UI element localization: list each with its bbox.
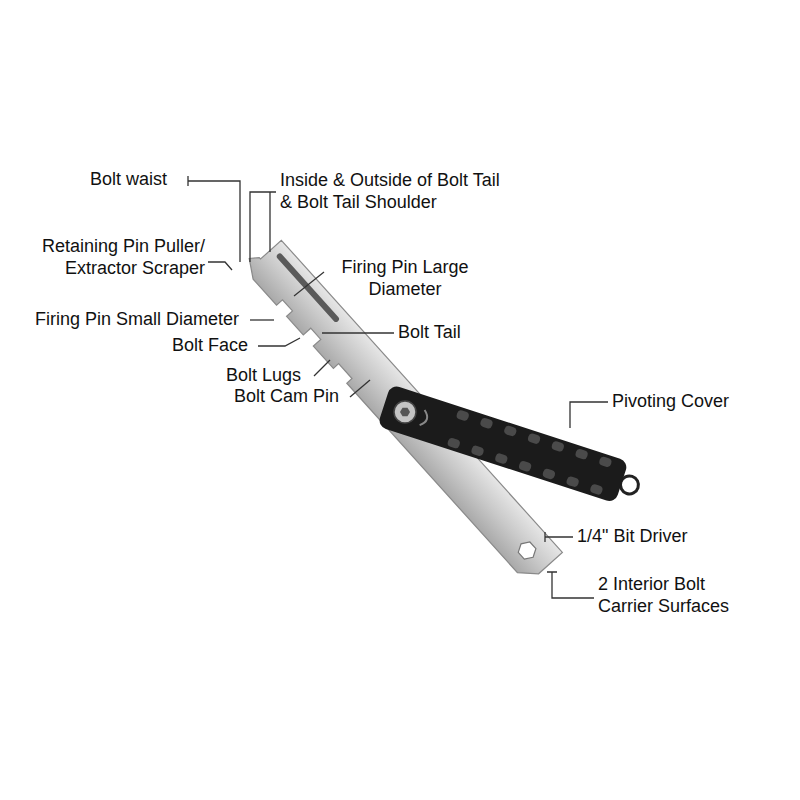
- part-label: Firing Pin Large Diameter: [330, 257, 480, 300]
- leader-line: [294, 272, 324, 296]
- leader-line: [250, 319, 274, 320]
- hex-bit-hole: [515, 539, 539, 563]
- leader-line: [350, 380, 370, 397]
- leader-line: [258, 338, 300, 346]
- part-label: 2 Interior Bolt Carrier Surfaces: [598, 574, 738, 617]
- part-label: Bolt waist: [90, 169, 167, 191]
- handle-body: [377, 384, 628, 503]
- blade-body: [241, 234, 562, 584]
- leader-line: [208, 262, 232, 270]
- part-label: Bolt Cam Pin: [234, 386, 339, 408]
- leader-line: [547, 572, 594, 598]
- blade-slot: [276, 252, 341, 323]
- pivoting-cover-handle: [377, 384, 645, 508]
- handle-clip: [420, 410, 430, 427]
- part-label: Bolt Lugs: [226, 365, 301, 387]
- part-label: Retaining Pin Puller/ Extractor Scraper: [35, 236, 205, 279]
- leader-line: [322, 332, 394, 333]
- part-label: Inside & Outside of Bolt Tail & Bolt Tai…: [280, 170, 512, 213]
- leader-line: [250, 192, 276, 262]
- part-label: Bolt Tail: [398, 322, 461, 344]
- steel-blade: [241, 234, 562, 584]
- part-label: Pivoting Cover: [612, 391, 729, 413]
- handle-grip-ridges: [447, 409, 613, 495]
- part-label: Bolt Face: [172, 335, 248, 357]
- part-label: Firing Pin Small Diameter: [35, 309, 239, 331]
- leader-lines: [188, 176, 608, 598]
- part-label: 1/4" Bit Driver: [577, 526, 687, 548]
- leader-line: [314, 360, 330, 376]
- leader-line: [570, 402, 608, 428]
- pivot-screw: [394, 401, 416, 423]
- leader-line: [545, 532, 573, 542]
